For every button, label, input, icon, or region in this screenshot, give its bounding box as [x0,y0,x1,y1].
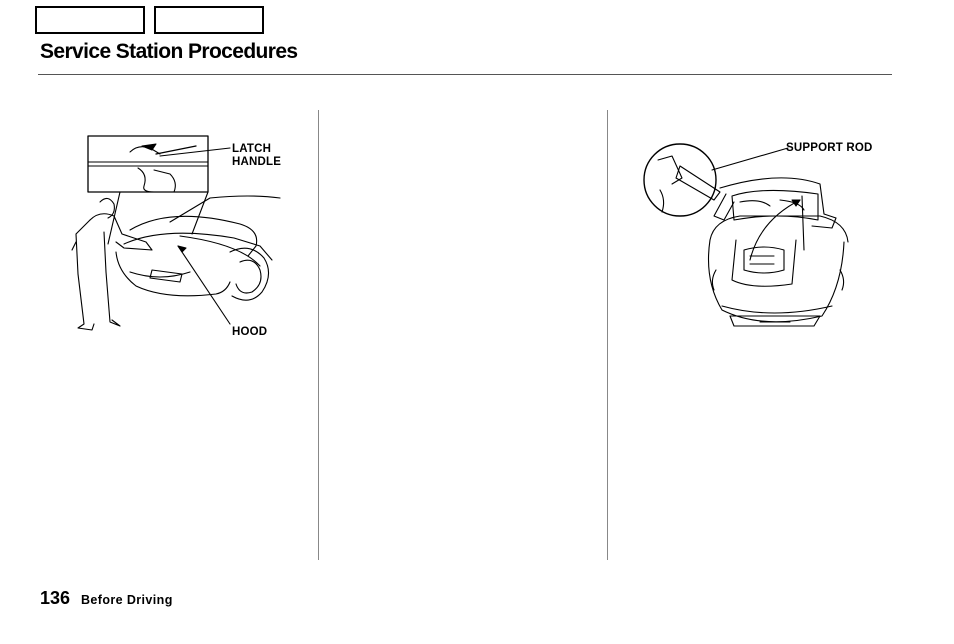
latch-label-line2: HANDLE [232,156,282,168]
latch-label-line1: LATCH [232,143,272,155]
page-title: Service Station Procedures [40,40,298,63]
column-divider-right [607,110,608,560]
section-name: Before Driving [81,593,173,607]
title-rule [38,74,892,75]
support-rod-label: SUPPORT ROD [786,142,873,154]
support-rod-illustration [643,143,849,327]
column-divider-left [318,110,319,560]
hood-release-illustration [71,135,281,331]
nav-button-previous[interactable] [35,6,145,34]
latch-handle-label: LATCH HANDLE [232,143,281,169]
page-number: 136 [40,588,71,608]
hood-label: HOOD [232,326,268,338]
nav-button-next[interactable] [154,6,264,34]
